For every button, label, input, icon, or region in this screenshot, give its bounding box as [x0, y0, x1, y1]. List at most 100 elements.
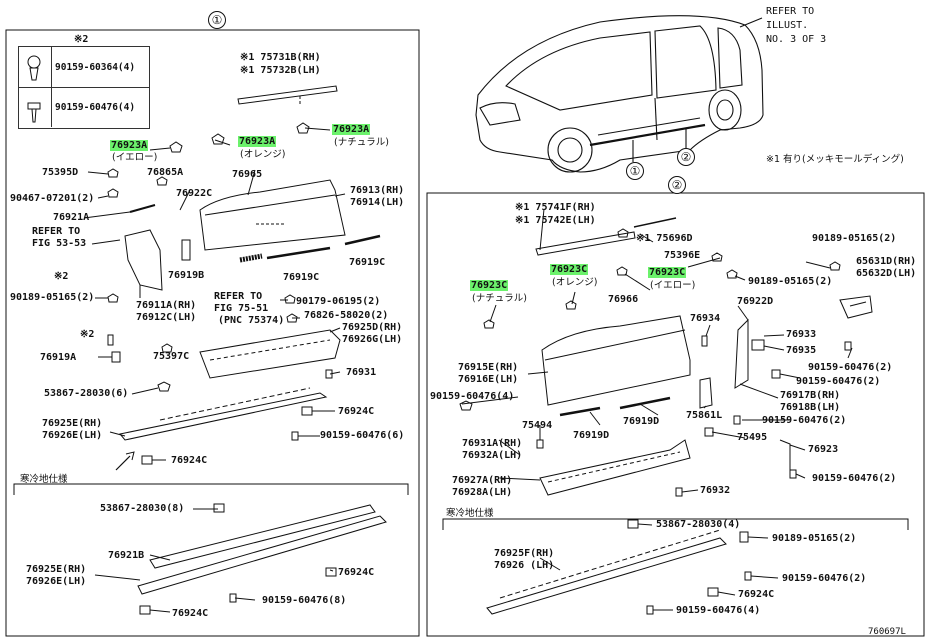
- part-label[interactable]: ※1 75731B(RH): [240, 52, 321, 63]
- part-label[interactable]: 76912C(LH): [136, 312, 197, 323]
- part-label[interactable]: 76926G(LH): [342, 334, 403, 345]
- part-label[interactable]: 76925F(RH): [494, 548, 555, 559]
- part-label[interactable]: 53867-28030(8): [100, 503, 185, 514]
- part-label[interactable]: 76915E(RH): [458, 362, 519, 373]
- part-label-highlighted[interactable]: 76923C: [550, 264, 589, 275]
- part-label[interactable]: 76919C: [283, 272, 320, 283]
- part-label[interactable]: 76926E(LH): [26, 576, 87, 587]
- side-step-76925e: [119, 392, 328, 441]
- part-color-note: (オレンジ): [552, 277, 598, 288]
- part-label[interactable]: 75861L: [686, 410, 723, 421]
- part-label[interactable]: 90159-60476(8): [262, 595, 347, 606]
- part-label[interactable]: 90159-60476(2): [812, 473, 897, 484]
- part-label[interactable]: 75397C: [153, 351, 190, 362]
- part-label[interactable]: 76924C: [338, 567, 375, 578]
- part-label[interactable]: 76927A(RH): [452, 475, 513, 486]
- part-label[interactable]: 76928A(LH): [452, 487, 513, 498]
- part-label[interactable]: 76919D: [623, 416, 660, 427]
- part-label[interactable]: 76922C: [176, 188, 213, 199]
- part-label[interactable]: 76934: [690, 313, 721, 324]
- part-label[interactable]: 65632D(LH): [856, 268, 917, 279]
- part-label[interactable]: 90159-60476(2): [762, 415, 847, 426]
- part-label[interactable]: ※1 75741F(RH): [515, 202, 596, 213]
- garnish-76933: [734, 318, 749, 389]
- part-label[interactable]: 76932: [700, 485, 731, 496]
- fastener-part-2[interactable]: 90159-60476(4): [55, 102, 136, 113]
- part-label[interactable]: 90189-05165(2): [748, 276, 833, 287]
- part-label[interactable]: 76925E(RH): [26, 564, 87, 575]
- part-label[interactable]: 76932A(LH): [462, 450, 523, 461]
- part-label[interactable]: 76919B: [168, 270, 205, 281]
- part-label[interactable]: ※1 75732B(LH): [240, 65, 321, 76]
- part-label[interactable]: 76931A(RH): [462, 438, 523, 449]
- part-label[interactable]: 76924C: [738, 589, 775, 600]
- part-label[interactable]: 53867-28030(6): [44, 388, 129, 399]
- part-label[interactable]: 76919C: [349, 257, 386, 268]
- part-label-highlighted[interactable]: 76923C: [648, 267, 687, 278]
- part-label[interactable]: 76922D: [737, 296, 774, 307]
- part-label[interactable]: 75395D: [42, 167, 79, 178]
- part-label[interactable]: 76925D(RH): [342, 322, 403, 333]
- part-label[interactable]: 75396E: [664, 250, 701, 261]
- part-label[interactable]: ※1 75696D: [636, 233, 693, 244]
- refer-fig-label[interactable]: REFER TO: [32, 226, 81, 237]
- part-color-note: (イエロー): [112, 152, 158, 163]
- part-label[interactable]: 76924C: [172, 608, 209, 619]
- callout-1-car[interactable]: ①: [626, 162, 644, 180]
- part-label[interactable]: 90189-05165(2): [812, 233, 897, 244]
- callout-2-right-panel[interactable]: ②: [668, 176, 686, 194]
- part-label[interactable]: 76926E(LH): [42, 430, 103, 441]
- part-label[interactable]: 53867-28030(4): [656, 519, 741, 530]
- part-label-highlighted[interactable]: 76923A: [238, 136, 277, 147]
- part-label[interactable]: 76919A: [40, 352, 77, 363]
- part-label-highlighted[interactable]: 76923A: [110, 140, 149, 151]
- part-label-highlighted[interactable]: 76923A: [332, 124, 371, 135]
- part-label[interactable]: 76925E(RH): [42, 418, 103, 429]
- part-label[interactable]: 90159-60476(6): [320, 430, 405, 441]
- part-label[interactable]: 76921B: [108, 550, 145, 561]
- part-label[interactable]: 90159-60476(4): [430, 391, 515, 402]
- part-color-note: (ナチュラル): [472, 293, 527, 304]
- part-label[interactable]: 90159-60476(2): [782, 573, 867, 584]
- part-label-highlighted[interactable]: 76923C: [470, 280, 509, 291]
- part-label[interactable]: 76921A: [53, 212, 90, 223]
- part-label[interactable]: 90159-60476(4): [676, 605, 761, 616]
- fastener-part-1[interactable]: 90159-60364(4): [55, 62, 136, 73]
- part-label[interactable]: ※1 75742E(LH): [515, 215, 596, 226]
- part-label[interactable]: 76918B(LH): [780, 402, 841, 413]
- part-label[interactable]: 76931: [346, 367, 377, 378]
- part-label[interactable]: 76935: [786, 345, 817, 356]
- part-label[interactable]: 76965: [232, 169, 263, 180]
- part-label[interactable]: 76924C: [338, 406, 375, 417]
- part-label[interactable]: 90189-05165(2): [772, 533, 857, 544]
- part-label[interactable]: 76923: [808, 444, 839, 455]
- part-label[interactable]: 90189-05165(2): [10, 292, 95, 303]
- callout-2-car[interactable]: ②: [677, 148, 695, 166]
- part-label[interactable]: 76911A(RH): [136, 300, 197, 311]
- part-color-note: (ナチュラル): [334, 137, 389, 148]
- part-label[interactable]: 76826-58020(2): [304, 310, 389, 321]
- part-label[interactable]: 90467-07201(2): [10, 193, 95, 204]
- part-label[interactable]: 65631D(RH): [856, 256, 917, 267]
- part-label[interactable]: 76966: [608, 294, 639, 305]
- refer-fig-label[interactable]: (PNC 75374): [218, 315, 285, 326]
- refer-illust-line2: ILLUST.: [766, 20, 809, 31]
- part-label[interactable]: 75494: [522, 420, 553, 431]
- part-label[interactable]: 76933: [786, 329, 817, 340]
- callout-1-left-panel[interactable]: ①: [208, 11, 226, 29]
- part-label[interactable]: 76919D: [573, 430, 610, 441]
- part-label[interactable]: 76924C: [171, 455, 208, 466]
- part-label[interactable]: 90179-06195(2): [296, 296, 381, 307]
- refer-fig-label[interactable]: FIG 75-51: [214, 303, 269, 314]
- part-label[interactable]: 76916E(LH): [458, 374, 519, 385]
- part-label[interactable]: 76917B(RH): [780, 390, 841, 401]
- refer-fig-label[interactable]: FIG 53-53: [32, 238, 87, 249]
- part-label[interactable]: 90159-60476(2): [796, 376, 881, 387]
- part-label[interactable]: 76914(LH): [350, 197, 405, 208]
- part-label[interactable]: 76926 (LH): [494, 560, 555, 571]
- refer-fig-label[interactable]: REFER TO: [214, 291, 263, 302]
- part-label[interactable]: 75495: [737, 432, 768, 443]
- part-label[interactable]: 76865A: [147, 167, 184, 178]
- part-label[interactable]: 90159-60476(2): [808, 362, 893, 373]
- part-label[interactable]: 76913(RH): [350, 185, 405, 196]
